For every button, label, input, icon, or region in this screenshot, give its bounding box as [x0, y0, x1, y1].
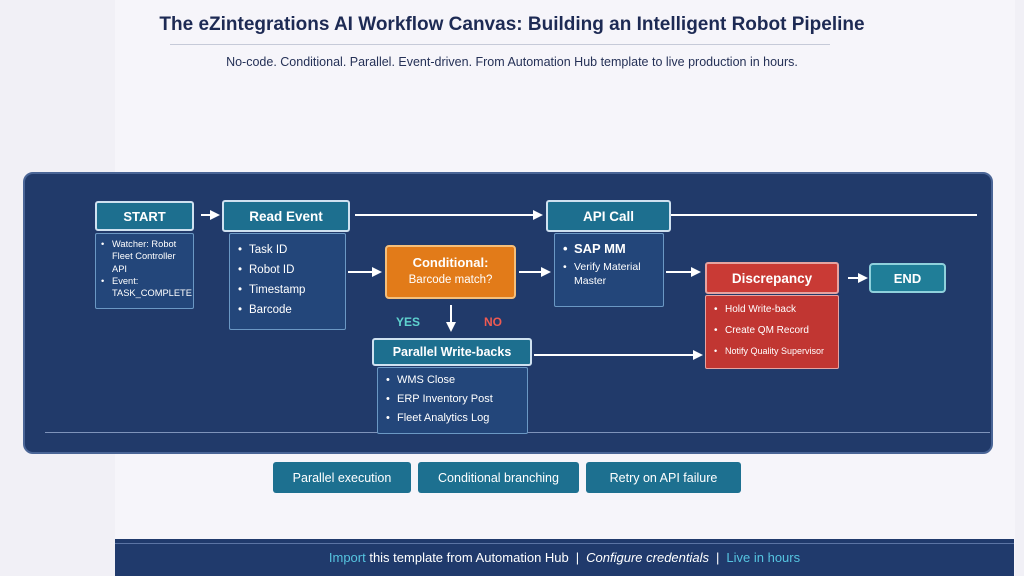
page-title: The eZintegrations AI Workflow Canvas: B… — [159, 14, 865, 35]
read-event-fields: Task ID Robot ID Timestamp Barcode — [229, 233, 346, 330]
footer-import-text: this template from Automation Hub — [365, 550, 569, 565]
start-detail-item: Event: TASK_COMPLETE — [101, 275, 192, 300]
start-node[interactable]: START — [95, 201, 194, 231]
title-divider — [170, 44, 830, 45]
parallel-writebacks-node[interactable]: Parallel Write-backs — [372, 338, 532, 366]
api-call-details: • SAP MM • Verify Material Master — [554, 233, 664, 307]
api-call-node[interactable]: API Call — [546, 200, 671, 232]
page-subtitle: No-code. Conditional. Parallel. Event-dr… — [226, 55, 798, 69]
discrepancy-node[interactable]: Discrepancy — [705, 262, 839, 294]
api-call-title: API Call — [582, 208, 634, 224]
branch-no-label: NO — [484, 315, 502, 329]
chip-retry-on-api-failure[interactable]: Retry on API failure — [586, 462, 741, 493]
parallel-writebacks-title: Parallel Write-backs — [392, 345, 512, 359]
footer-separator: | — [716, 550, 720, 565]
discrepancy-actions: Hold Write-back Create QM Record Notify … — [705, 295, 839, 369]
api-call-system: SAP MM — [574, 241, 626, 256]
footer-import-link[interactable]: Import this template from Automation Hub — [329, 550, 569, 565]
read-event-field: Barcode — [238, 300, 337, 320]
discrepancy-action: Hold Write-back — [714, 299, 830, 320]
start-node-details: Watcher: Robot Fleet Controller API Even… — [95, 233, 194, 309]
footer-divider — [115, 543, 1014, 544]
footer-separator: | — [575, 550, 580, 565]
conditional-title: Conditional: — [412, 255, 489, 270]
writeback-item: ERP Inventory Post — [386, 390, 519, 409]
chip-parallel-execution[interactable]: Parallel execution — [273, 462, 411, 493]
read-event-field: Robot ID — [238, 260, 337, 280]
footer-import-word: Import — [328, 550, 366, 565]
end-node[interactable]: END — [869, 263, 946, 293]
footer-banner: Import this template from Automation Hub… — [115, 539, 1014, 576]
discrepancy-action: Notify Quality Supervisor — [714, 341, 830, 362]
api-call-action: Verify Material Master — [574, 261, 641, 287]
read-event-node[interactable]: Read Event — [222, 200, 350, 232]
footer-configure-credentials[interactable]: Configure credentials — [586, 550, 710, 565]
parallel-writebacks-list: WMS Close ERP Inventory Post Fleet Analy… — [377, 367, 528, 434]
end-node-title: END — [893, 270, 922, 286]
writeback-item: Fleet Analytics Log — [386, 409, 519, 428]
footer-live-in-hours: Live in hours — [726, 550, 801, 565]
conditional-node[interactable]: Conditional: Barcode match? — [385, 245, 516, 299]
discrepancy-title: Discrepancy — [731, 270, 813, 286]
read-event-field: Timestamp — [238, 280, 337, 300]
start-detail-item: Watcher: Robot Fleet Controller API — [101, 238, 188, 275]
branch-yes-label: YES — [396, 315, 421, 329]
conditional-question: Barcode match? — [408, 274, 493, 286]
start-node-title: START — [123, 208, 166, 224]
writeback-item: WMS Close — [386, 371, 519, 390]
read-event-title: Read Event — [249, 208, 323, 224]
discrepancy-action: Create QM Record — [714, 320, 830, 341]
read-event-field: Task ID — [238, 240, 337, 260]
chip-conditional-branching[interactable]: Conditional branching — [418, 462, 579, 493]
